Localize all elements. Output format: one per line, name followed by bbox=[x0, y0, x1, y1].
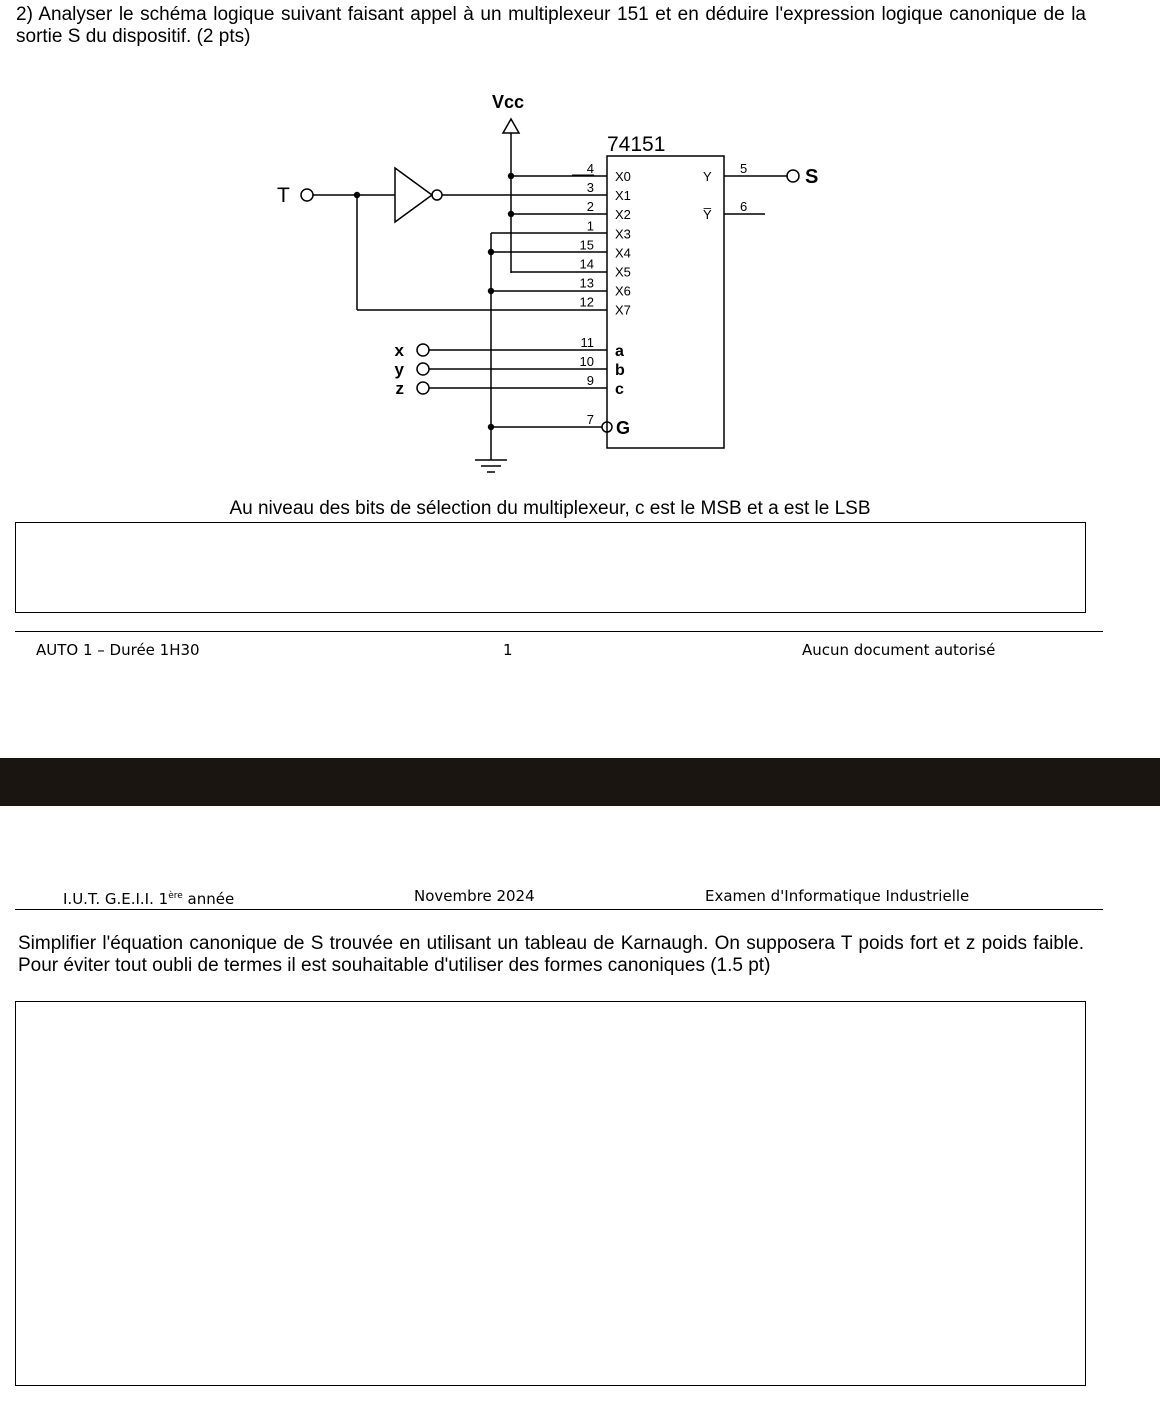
footer-right: Aucun document autorisé bbox=[802, 641, 996, 659]
data-input-x7: X7 bbox=[615, 303, 631, 318]
pin-number: 9 bbox=[587, 373, 594, 388]
question-karnaugh: Simplifier l'équation canonique de S tro… bbox=[18, 933, 1084, 976]
input-T-label: T bbox=[277, 184, 290, 207]
data-input-x3: X3 bbox=[615, 226, 631, 241]
pin-number: 1 bbox=[587, 218, 594, 233]
output-S-label: S bbox=[805, 166, 818, 188]
vcc-arrow bbox=[501, 117, 521, 134]
data-input-x4: X4 bbox=[615, 245, 631, 260]
header-center: Novembre 2024 bbox=[414, 887, 535, 905]
footer-page-number: 1 bbox=[503, 641, 513, 659]
selection-note: Au niveau des bits de sélection du multi… bbox=[229, 498, 871, 519]
footer-left: AUTO 1 – Durée 1H30 bbox=[36, 641, 200, 659]
mux-chip bbox=[606, 155, 725, 449]
select-signal-z: z bbox=[396, 379, 405, 398]
data-input-x2: X2 bbox=[615, 207, 631, 222]
select-input-c: c bbox=[615, 381, 624, 398]
question-2: 2) Analyser le schéma logique suivant fa… bbox=[16, 4, 1086, 47]
pin-number: 7 bbox=[587, 412, 594, 427]
data-input-x5: X5 bbox=[615, 265, 631, 280]
select-signal-x: x bbox=[395, 341, 405, 360]
select-input-b: b bbox=[615, 362, 625, 379]
pin-number: 13 bbox=[580, 276, 594, 291]
output-y-bar: Y̅ bbox=[703, 207, 712, 222]
pin-number: 11 bbox=[581, 335, 595, 350]
header-right: Examen d'Informatique Industrielle bbox=[705, 887, 970, 905]
answer-box-2[interactable] bbox=[15, 1001, 1086, 1386]
chip-label: 74151 bbox=[607, 133, 665, 156]
select-signal-y: y bbox=[395, 360, 405, 379]
enable-input: G bbox=[616, 418, 630, 438]
pin-number: 4 bbox=[587, 161, 594, 176]
input-T-terminal bbox=[300, 188, 314, 202]
vcc-label: Vcc bbox=[492, 92, 524, 112]
pin-number: 5 bbox=[740, 161, 747, 176]
output-y: Y bbox=[703, 169, 712, 184]
pin-number: 3 bbox=[587, 180, 594, 195]
inverter-gate bbox=[394, 166, 434, 224]
answer-box-1[interactable] bbox=[15, 522, 1086, 613]
data-input-x0: X0 bbox=[615, 169, 631, 184]
footer-rule bbox=[15, 631, 1103, 632]
output-S-terminal bbox=[786, 169, 800, 183]
select-input-a: a bbox=[615, 343, 624, 360]
data-input-x6: X6 bbox=[615, 284, 631, 299]
pin-number: 14 bbox=[580, 257, 594, 272]
pin-number: 2 bbox=[587, 199, 594, 214]
pin-number: 15 bbox=[580, 237, 594, 252]
pin-number: 6 bbox=[740, 199, 747, 214]
pin-number: 12 bbox=[580, 295, 594, 310]
header-left: I.U.T. G.E.I.I. 1ère année bbox=[63, 890, 235, 908]
header-rule bbox=[15, 909, 1103, 910]
pin-number: 10 bbox=[580, 354, 594, 369]
data-input-x1: X1 bbox=[615, 188, 631, 203]
page-separator bbox=[0, 758, 1160, 806]
enable-bubble bbox=[601, 421, 613, 433]
